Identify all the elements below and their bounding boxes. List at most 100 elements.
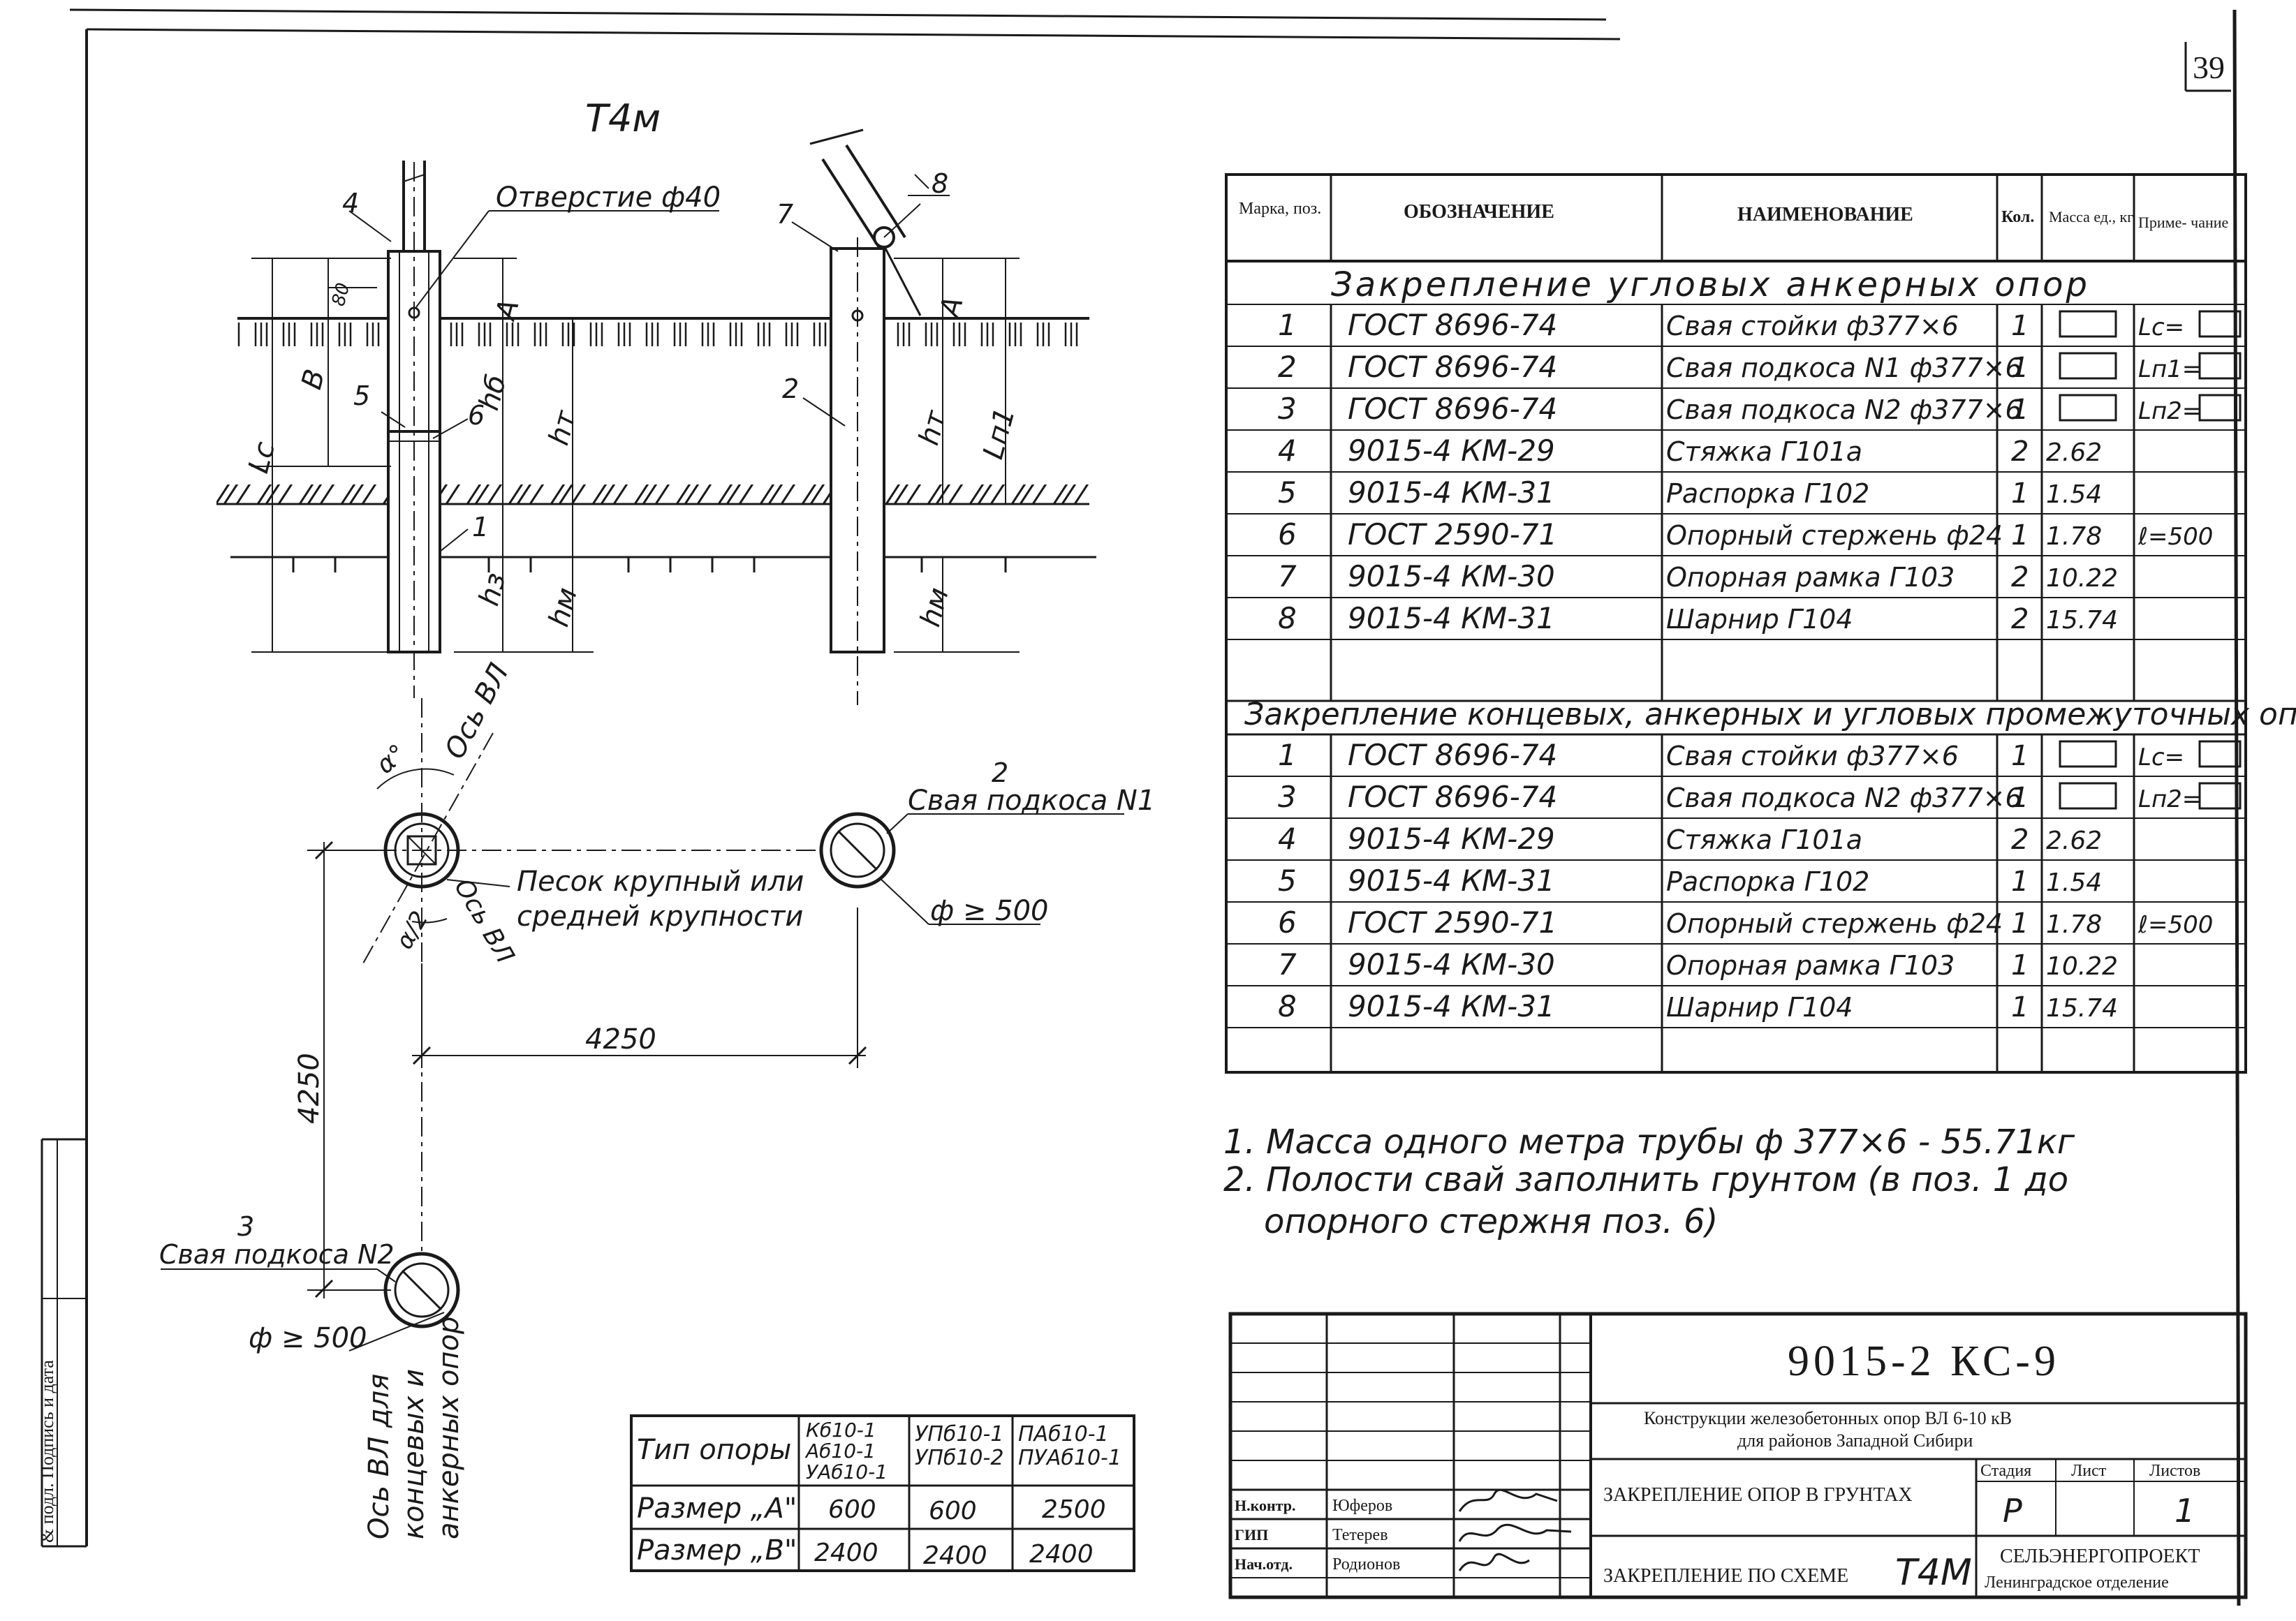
size-row2-v2: 2400 xyxy=(923,1541,987,1570)
spec-name: Опорный стержень ф24 xyxy=(1666,908,2003,939)
title-org-2: Ленинградское отделение xyxy=(1985,1574,2169,1592)
spec-mass: 10.22 xyxy=(2046,564,2118,593)
spec-code: 9015-4 КМ-29 xyxy=(1348,434,1555,468)
spec-name: Опорный стержень ф24 xyxy=(1666,520,2003,551)
label-dimHm-right: hм xyxy=(914,584,955,630)
spec-code: ГОСТ 8696-74 xyxy=(1348,392,1557,426)
elevation-view: Отверстие ф40 4 80 A B Lc 5 6 hб hт 1 hз… xyxy=(216,128,1096,705)
spec-qty: 1 xyxy=(2011,949,2029,982)
spec-qty: 2 xyxy=(2011,603,2029,635)
spec-qty: 2 xyxy=(2011,436,2029,468)
mass-box xyxy=(2059,352,2117,380)
spec-name: Опорная рамка Г103 xyxy=(1666,562,1955,593)
spec-name: Свая стойки ф377×6 xyxy=(1666,741,1959,771)
spec-header-pos: Марка, поз. xyxy=(1239,200,1321,218)
note-2: 2. Полости свай заполнить грунтом (в поз… xyxy=(1223,1160,2068,1199)
plan-axis-end-1: Ось ВЛ для xyxy=(363,1374,395,1539)
spec-qty: 1 xyxy=(2011,866,2029,898)
length-box xyxy=(2198,310,2242,338)
spec-pos: 6 xyxy=(1278,905,1297,940)
label-dimHb: hб xyxy=(473,371,513,413)
spec-qty: 1 xyxy=(2011,394,2029,426)
spec-qty: 1 xyxy=(2011,908,2029,940)
size-col2-a: УПб10-1 xyxy=(915,1422,1003,1446)
label-pos8: 8 xyxy=(932,168,948,199)
spec-code: 9015-4 КМ-31 xyxy=(1348,864,1555,898)
spec-pos: 1 xyxy=(1278,738,1297,772)
title-stage-label: Стадия xyxy=(1980,1462,2031,1480)
spec-name: Стяжка Г101а xyxy=(1666,824,1862,855)
plan-view: α° Ось ВЛ Ось ВЛ α/2 Песок крупный или с… xyxy=(159,658,1155,1539)
spec-code: ГОСТ 2590-71 xyxy=(1348,517,1557,552)
signature-2 xyxy=(1458,1523,1572,1542)
plan-axis-vl-mid: Ось ВЛ xyxy=(448,874,520,968)
signer-3-name: Родионов xyxy=(1332,1555,1400,1574)
spec-qty: 1 xyxy=(2011,519,2029,552)
spec-note: ℓ=500 xyxy=(2137,911,2213,939)
length-box xyxy=(2198,740,2242,768)
spec-pos: 3 xyxy=(1278,780,1297,814)
size-col2-b: УПб10-2 xyxy=(915,1446,1003,1470)
spec-header-name: НАИМЕНОВАНИЕ xyxy=(1737,204,1913,225)
spec-mass: 2.62 xyxy=(2046,438,2102,467)
size-row2-v3: 2400 xyxy=(1029,1540,1094,1569)
spec-header-note: Приме- чание xyxy=(2138,214,2228,231)
size-header-label: Тип опоры xyxy=(637,1434,791,1466)
size-col3-a: ПАб10-1 xyxy=(1018,1422,1109,1446)
label-dimB: B xyxy=(295,366,332,392)
spec-qty: 1 xyxy=(2011,352,2029,384)
spec-name: Шарнир Г104 xyxy=(1666,992,1853,1023)
label-pos6: 6 xyxy=(468,400,485,431)
mass-box xyxy=(2059,394,2117,422)
spec-code: ГОСТ 8696-74 xyxy=(1348,738,1557,772)
spec-name: Опорная рамка Г103 xyxy=(1666,950,1955,981)
label-dimH3: hз xyxy=(473,570,513,609)
spec-pos: 5 xyxy=(1278,475,1297,510)
spec-name: Свая подкоса N2 ф377×6 xyxy=(1666,394,2022,425)
title-main-1: ЗАКРЕПЛЕНИЕ ОПОР В ГРУНТАХ xyxy=(1603,1484,1913,1506)
label-pos2: 2 xyxy=(782,373,799,404)
spec-code: ГОСТ 8696-74 xyxy=(1348,350,1557,384)
spec-pos: 7 xyxy=(1278,559,1297,593)
note-1: 1. Масса одного метра трубы ф 377×6 - 55… xyxy=(1223,1123,2075,1162)
label-dimHt-right: hт xyxy=(913,406,952,449)
spec-pos: 3 xyxy=(1278,392,1297,426)
spec-code: ГОСТ 8696-74 xyxy=(1348,780,1557,814)
title-sheets-value: 1 xyxy=(2174,1492,2195,1530)
label-dimA-left: A xyxy=(489,296,525,325)
scheme-label: Т4м xyxy=(585,96,661,140)
plan-pile2-name: Свая подкоса N1 xyxy=(908,785,1155,817)
size-col1-c: УАб10-1 xyxy=(806,1460,888,1483)
plan-axis-end-2: концевых и xyxy=(398,1369,430,1539)
title-sheet-label: Лист xyxy=(2071,1462,2107,1480)
signature-1 xyxy=(1458,1488,1558,1512)
spec-mass: 1.54 xyxy=(2046,868,2102,897)
spec-header-mass: Масса ед., кг xyxy=(2049,208,2133,225)
spec-pos: 4 xyxy=(1278,434,1297,468)
title-block: 9015-2 КС-9 Конструкции железобетонных о… xyxy=(1228,1312,2248,1599)
spec-mass: 1.78 xyxy=(2046,522,2102,551)
spec-section2-title: Закрепление концевых, анкерных и угловых… xyxy=(1244,697,2296,732)
plan-dim-vertical: 4250 xyxy=(293,1053,325,1124)
spec-qty: 1 xyxy=(2011,991,2029,1023)
length-box xyxy=(2198,394,2242,422)
spec-table: Марка, поз. ОБОЗНАЧЕНИЕ НАИМЕНОВАНИЕ Кол… xyxy=(1225,173,2296,1074)
label-pos1: 1 xyxy=(472,512,489,542)
title-org-1: СЕЛЬЭНЕРГОПРОЕКТ xyxy=(2000,1546,2200,1567)
size-row1-v1: 600 xyxy=(828,1495,876,1524)
label-pos4: 4 xyxy=(342,188,359,219)
label-pos5: 5 xyxy=(353,380,370,411)
spec-qty: 1 xyxy=(2011,740,2029,772)
mass-box xyxy=(2059,782,2117,810)
label-dimLn1: Lп1 xyxy=(977,404,1022,462)
